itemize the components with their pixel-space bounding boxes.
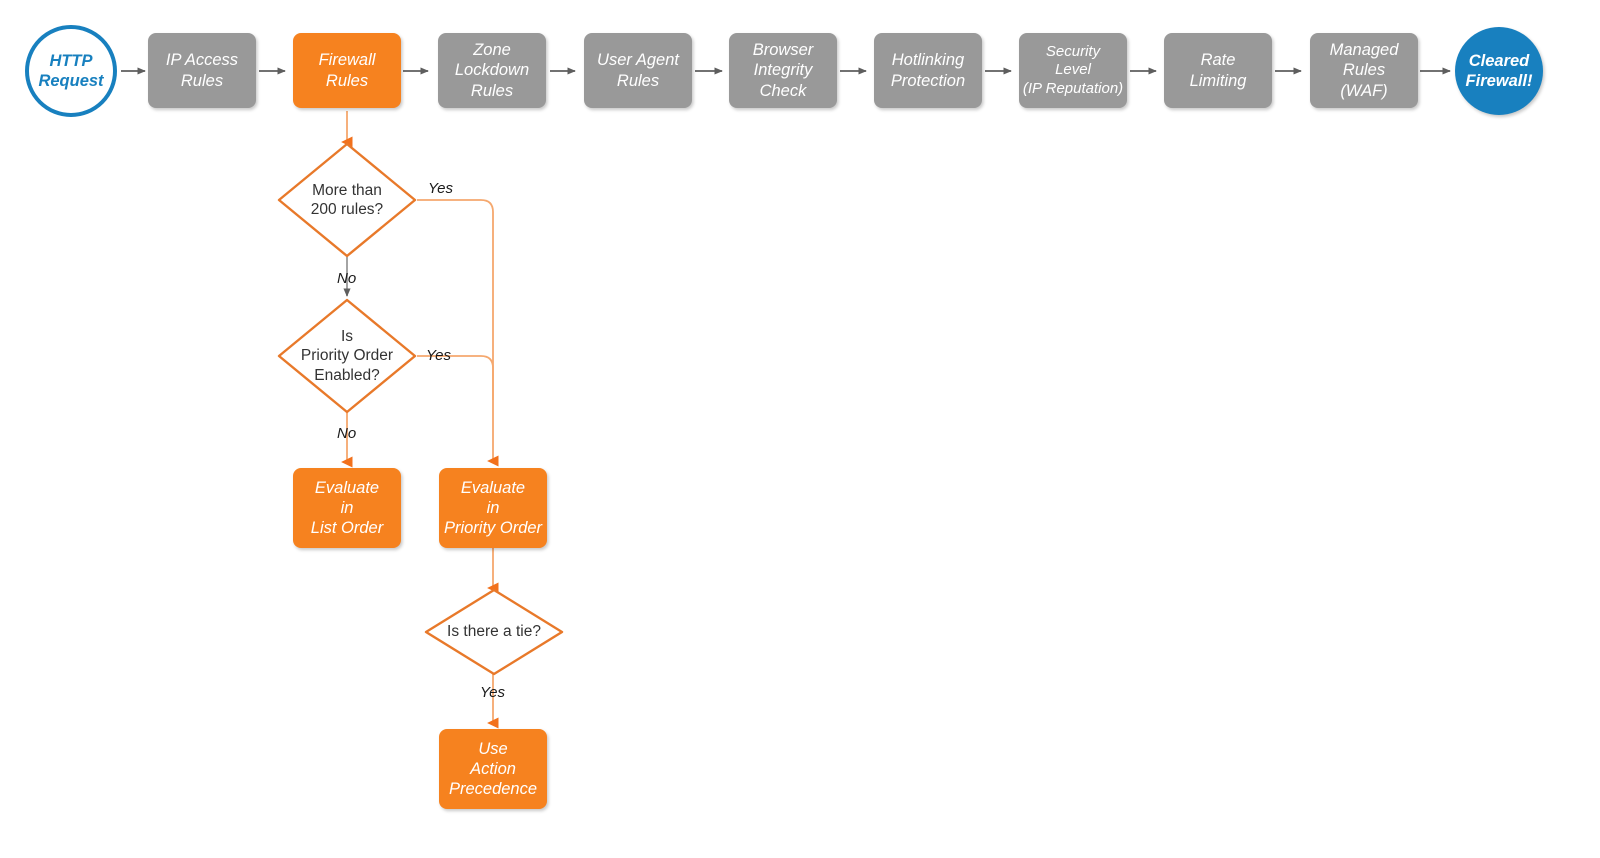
stage-browser-integrity-check-label: Browser Integrity Check — [752, 41, 814, 100]
decision-priority-order-enabled-label: Is Priority Order Enabled? — [300, 327, 394, 384]
edge-label-d1-no: No — [337, 270, 357, 287]
decision-more-than-200-rules[interactable]: More than 200 rules? — [277, 142, 417, 258]
terminator-http-request[interactable]: HTTP Request — [25, 25, 117, 117]
terminator-cleared-firewall-label: Cleared Firewall! — [1465, 51, 1533, 90]
stage-ip-access-rules[interactable]: IP Access Rules — [148, 33, 256, 108]
outcome-evaluate-in-list-order[interactable]: Evaluate in List Order — [293, 468, 401, 548]
stage-rate-limiting[interactable]: Rate Limiting — [1164, 33, 1272, 108]
stage-managed-rules-waf[interactable]: Managed Rules (WAF) — [1310, 33, 1418, 108]
stage-hotlinking-protection-label: Hotlinking Protection — [890, 51, 966, 90]
outcome-use-action-precedence[interactable]: Use Action Precedence — [439, 729, 547, 809]
terminator-cleared-firewall[interactable]: Cleared Firewall! — [1455, 27, 1543, 115]
edge-label-d2-yes: Yes — [426, 347, 452, 364]
edge-label-d3-yes: Yes — [480, 684, 506, 701]
stage-zone-lockdown-rules[interactable]: Zone Lockdown Rules — [438, 33, 546, 108]
outcome-evaluate-in-priority-order[interactable]: Evaluate in Priority Order — [439, 468, 547, 548]
stage-managed-rules-waf-label: Managed Rules (WAF) — [1329, 41, 1399, 100]
stage-zone-lockdown-rules-label: Zone Lockdown Rules — [454, 41, 530, 100]
stage-hotlinking-protection[interactable]: Hotlinking Protection — [874, 33, 982, 108]
stage-ip-access-rules-label: IP Access Rules — [165, 51, 239, 90]
stage-user-agent-rules[interactable]: User Agent Rules — [584, 33, 692, 108]
stage-security-level-label: Security Level (IP Reputation) — [1022, 43, 1124, 97]
outcome-evaluate-in-list-order-label: Evaluate in List Order — [310, 478, 384, 538]
decision-is-there-a-tie-label: Is there a tie? — [447, 623, 541, 641]
stage-security-level[interactable]: Security Level (IP Reputation) — [1019, 33, 1127, 108]
decision-priority-order-enabled[interactable]: Is Priority Order Enabled? — [277, 298, 417, 414]
outcome-use-action-precedence-label: Use Action Precedence — [448, 739, 538, 799]
diamond-shape-icon — [424, 588, 564, 676]
stage-rate-limiting-label: Rate Limiting — [1189, 51, 1247, 90]
stage-firewall-rules[interactable]: Firewall Rules — [293, 33, 401, 108]
decision-is-there-a-tie[interactable]: Is there a tie? — [424, 588, 564, 676]
terminator-http-request-label: HTTP Request — [38, 51, 104, 90]
edge-label-d1-yes: Yes — [428, 180, 454, 197]
diamond-shape-icon — [277, 142, 417, 258]
decision-more-than-200-rules-label: More than 200 rules? — [310, 181, 384, 218]
stage-browser-integrity-check[interactable]: Browser Integrity Check — [729, 33, 837, 108]
diamond-shape-icon — [277, 298, 417, 414]
outcome-evaluate-in-priority-order-label: Evaluate in Priority Order — [443, 478, 543, 538]
edge-label-d2-no: No — [337, 425, 357, 442]
stage-firewall-rules-label: Firewall Rules — [318, 51, 376, 90]
stage-user-agent-rules-label: User Agent Rules — [597, 51, 679, 90]
